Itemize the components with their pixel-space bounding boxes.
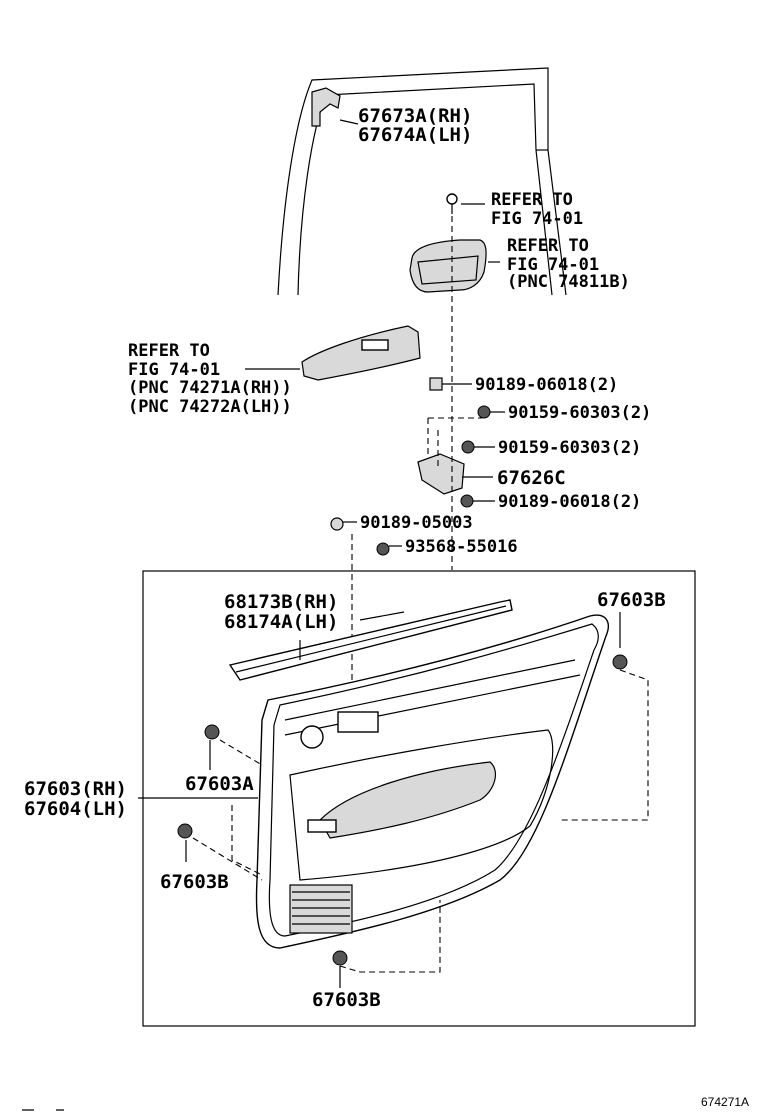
label-67604-lh: 67604(LH): [24, 798, 127, 820]
leader-lines: [138, 640, 301, 799]
label-refer3-c: (PNC 74271A(RH)): [128, 378, 292, 398]
label-93568-55016: 93568-55016: [405, 537, 518, 557]
label-refer2-b: FIG 74-01: [507, 255, 599, 275]
label-90159-60303-a: 90159-60303(2): [508, 403, 651, 423]
label-67603b-bottom: 67603B: [312, 989, 381, 1011]
screw-part: [446, 193, 485, 214]
label-refer1-b: FIG 74-01: [491, 209, 583, 229]
label-refer3-b: FIG 74-01: [128, 360, 220, 380]
label-68174a: 68174A(LH): [224, 611, 338, 633]
label-90189-06018-bot: 90189-06018(2): [498, 492, 641, 512]
label-90159-60303-b: 90159-60303(2): [498, 438, 641, 458]
label-67603a: 67603A: [185, 773, 254, 795]
label-refer1-a: REFER TO: [491, 190, 573, 210]
panel-clips: [177, 612, 649, 988]
label-67603-rh: 67603(RH): [24, 778, 127, 800]
fastener-parts: [330, 377, 505, 556]
label-90189-05003: 90189-05003: [360, 513, 473, 533]
corner-garnish-part: [311, 87, 359, 127]
figure-code: 674271A: [701, 1095, 749, 1109]
door-trim-panel: [255, 614, 609, 949]
label-90189-06018-top: 90189-06018(2): [475, 375, 618, 395]
label-67674a: 67674A(LH): [358, 124, 472, 146]
label-67673a: 67673A(RH): [358, 105, 472, 127]
label-67603b-left: 67603B: [160, 871, 229, 893]
label-refer2-c: (PNC 74811B): [507, 272, 630, 292]
label-67603b-top-right: 67603B: [597, 589, 666, 611]
switch-panel-part: [245, 325, 421, 381]
bracket-part: [417, 453, 493, 495]
label-refer2-a: REFER TO: [507, 236, 589, 256]
label-refer3-d: (PNC 74272A(LH)): [128, 397, 292, 417]
handle-bezel-part: [409, 239, 500, 293]
label-refer3-a: REFER TO: [128, 341, 210, 361]
label-67626c: 67626C: [497, 467, 566, 489]
label-68173b: 68173B(RH): [224, 591, 338, 613]
